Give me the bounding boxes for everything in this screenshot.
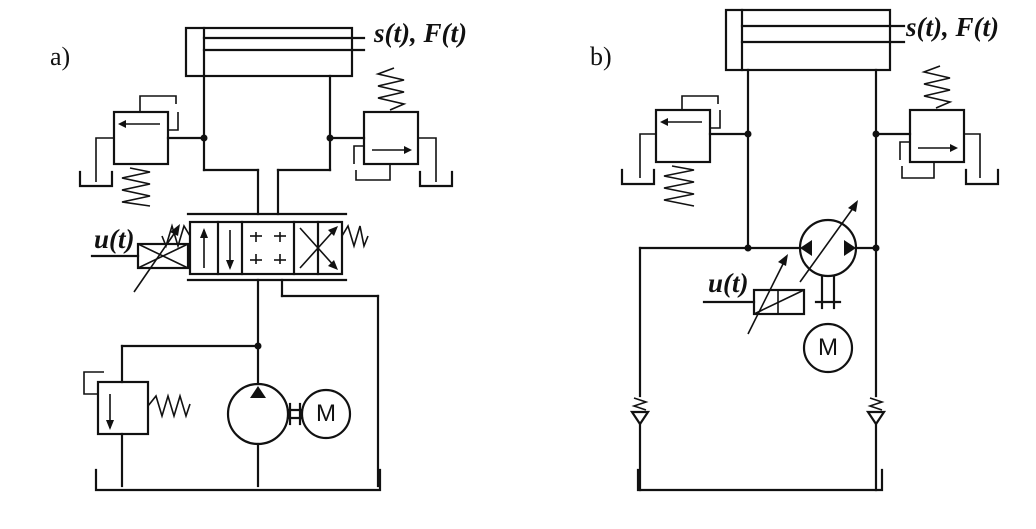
cylinder-a <box>184 26 366 78</box>
panel-a-label: a) <box>50 42 71 71</box>
panel-b <box>620 8 1000 492</box>
panel-a-input-signal: u(t) <box>94 224 135 254</box>
relief-valve-left-b <box>620 95 750 207</box>
panel-a-motor-label: M <box>316 400 336 427</box>
relief-valve-right-b <box>874 65 1000 186</box>
panel-b-output-signal: s(t), F(t) <box>906 12 999 42</box>
variable-pump-b <box>638 200 880 374</box>
check-valve-left-b <box>629 397 651 492</box>
tank-a <box>94 468 382 492</box>
directional-valve-a <box>90 212 369 293</box>
check-valve-right-b <box>865 397 887 492</box>
system-relief-valve-a <box>83 344 191 488</box>
panel-a-output-signal: s(t), F(t) <box>374 18 467 48</box>
relief-valve-left-a <box>78 95 206 207</box>
cylinder-b <box>724 8 906 72</box>
panel-a <box>78 26 454 492</box>
tank-b <box>636 468 884 492</box>
pump-motor-a <box>226 382 352 488</box>
relief-valve-right-a <box>328 67 454 188</box>
panel-b-input-signal: u(t) <box>708 268 749 298</box>
panel-b-motor-label: M <box>818 334 838 361</box>
solenoid-b <box>702 254 806 335</box>
panel-b-label: b) <box>590 42 612 71</box>
